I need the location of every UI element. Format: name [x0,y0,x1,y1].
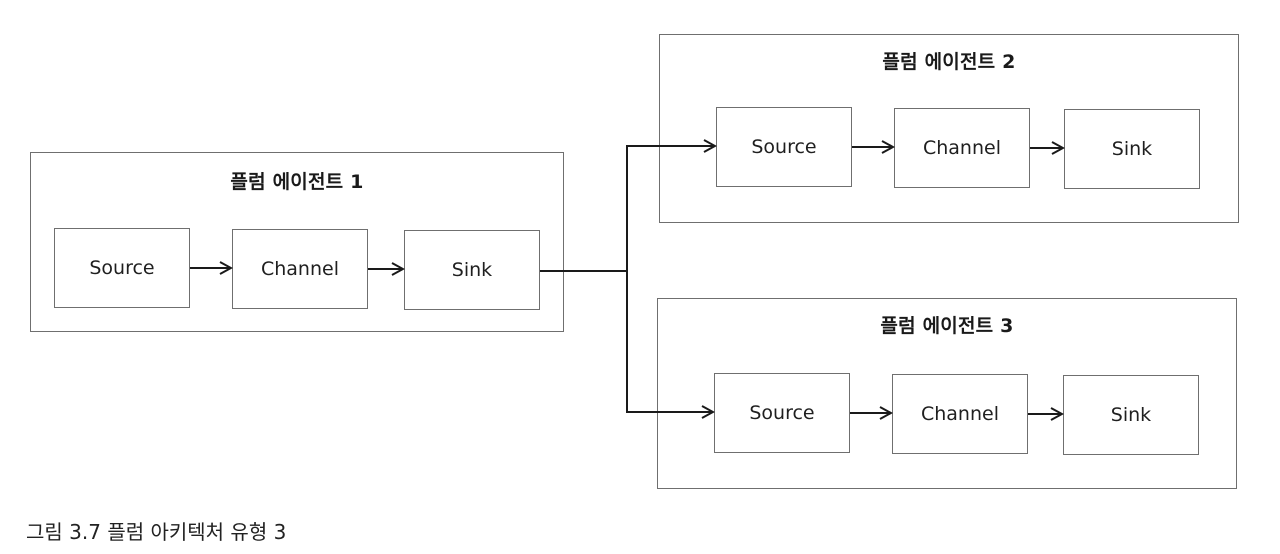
node-label: Source [751,136,817,158]
agent-title: 플럼 에이전트 3 [880,315,1014,337]
node-label: Source [89,257,155,279]
agent-3-source-node[interactable]: Source [714,373,850,453]
flume-agent-2: 플럼 에이전트 2 [659,34,1239,223]
agent-3-sink-node[interactable]: Sink [1063,375,1199,455]
agent-3-channel-node[interactable]: Channel [892,374,1028,454]
node-label: Sink [1111,138,1153,160]
figure-caption: 그림 3.7 플럼 아키텍처 유형 3 [26,520,287,544]
agent-2-channel-node[interactable]: Channel [894,108,1030,188]
agent-1-channel-node[interactable]: Channel [232,229,368,309]
agent-1-sink-node[interactable]: Sink [404,230,540,310]
flume-agent-3: 플럼 에이전트 3 [657,298,1237,489]
node-label: Channel [260,258,339,280]
node-label: Sink [451,259,493,281]
node-label: Source [749,402,815,424]
node-label: Channel [922,137,1001,159]
agent-1-source-node[interactable]: Source [54,228,190,308]
agent-2-sink-node[interactable]: Sink [1064,109,1200,189]
flume-agent-1: 플럼 에이전트 1 [30,152,564,332]
node-label: Channel [920,403,999,425]
agent-title: 플럼 에이전트 2 [882,51,1016,73]
node-label: Sink [1110,404,1152,426]
agent-title: 플럼 에이전트 1 [230,171,364,193]
agent-2-source-node[interactable]: Source [716,107,852,187]
